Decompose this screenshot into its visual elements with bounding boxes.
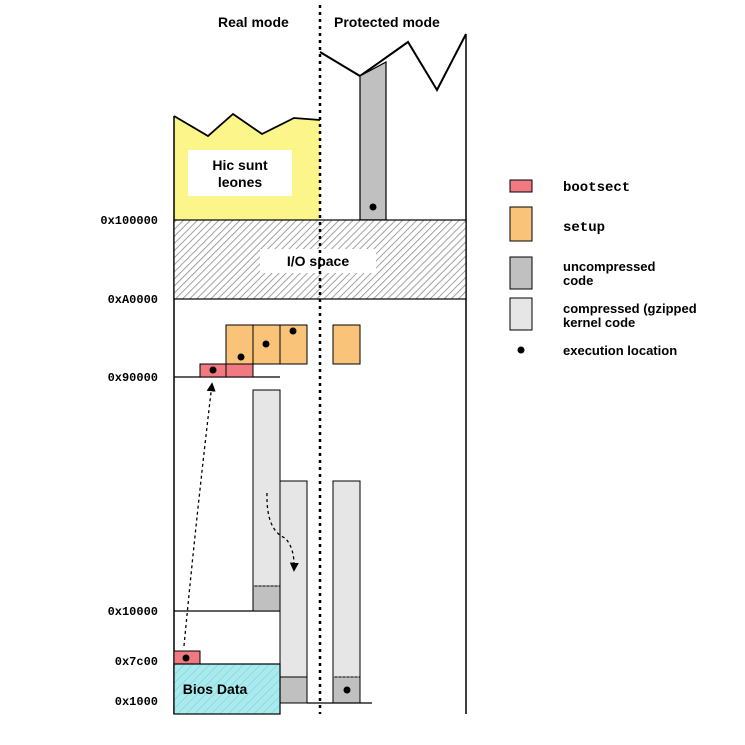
io-space-label-box	[260, 249, 376, 273]
legend-swatch-bootsect	[509, 179, 533, 193]
bios-data-label: Bios Data	[183, 681, 248, 697]
address-0xA0000: 0xA0000	[108, 293, 158, 307]
legend: bootsect setup uncompressed code compres…	[509, 179, 697, 358]
uncompressed-header-moved	[279, 676, 308, 704]
setup-block-protected	[332, 324, 361, 365]
protected-mode-heading: Protected mode	[334, 14, 440, 30]
address-0x90000: 0x90000	[108, 371, 158, 385]
address-0x7c00: 0x7c00	[115, 655, 158, 669]
io-space-label: I/O space	[287, 253, 349, 269]
legend-label-setup: setup	[563, 220, 605, 236]
legend-label-compressed-2: kernel code	[563, 315, 635, 330]
legend-label-bootsect: bootsect	[563, 180, 630, 196]
address-0x1000: 0x1000	[115, 695, 158, 709]
address-0x100000: 0x100000	[100, 214, 158, 228]
hic-sunt-jagged-top	[173, 112, 321, 138]
legend-swatch-uncompressed	[509, 256, 533, 290]
uncompressed-kernel-protected	[359, 60, 387, 221]
bios-data-region	[173, 663, 281, 715]
execution-dot-setup-1	[237, 353, 245, 361]
execution-dot-protected-low	[343, 686, 351, 694]
legend-label-compressed-1: compressed (gzipped	[563, 301, 697, 316]
legend-swatch-setup	[509, 206, 533, 242]
hic-sunt-label-line1: Hic sunt	[212, 157, 268, 173]
execution-dot-kernel	[369, 203, 377, 211]
compressed-kernel-protected	[332, 480, 361, 678]
uncompressed-header-low	[252, 585, 281, 612]
execution-dot-bootsect-low	[182, 654, 190, 662]
hic-sunt-label-line2: leones	[218, 174, 263, 190]
protected-mode-jagged-top	[319, 33, 467, 93]
bootsect-block-2	[225, 363, 254, 378]
legend-label-uncompressed-1: uncompressed	[563, 259, 656, 274]
kernel-move-arrow	[266, 492, 299, 572]
execution-dot-setup-3	[289, 327, 297, 335]
legend-swatch-execution	[517, 346, 525, 354]
bootsect-move-arrow	[183, 382, 216, 647]
legend-swatch-compressed	[509, 297, 533, 331]
execution-dot-bootsect-high	[209, 366, 217, 374]
legend-label-execution: execution location	[563, 343, 677, 358]
compressed-kernel-moved	[279, 480, 308, 678]
address-0x10000: 0x10000	[108, 605, 158, 619]
real-mode-heading: Real mode	[218, 14, 289, 30]
execution-dot-setup-2	[262, 340, 270, 348]
compressed-kernel-low	[252, 389, 281, 587]
legend-label-uncompressed-2: code	[563, 273, 593, 288]
hic-sunt-label-box	[188, 150, 292, 196]
